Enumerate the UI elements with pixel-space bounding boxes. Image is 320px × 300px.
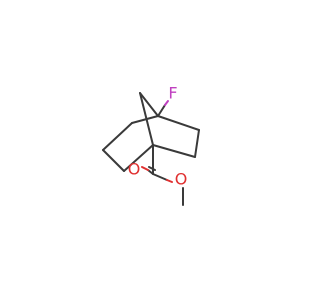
molecule-structure: F O O — [102, 84, 200, 206]
carbonyl-oxygen-atom-label: O — [128, 160, 141, 179]
bond-ring-right-vertical — [194, 129, 200, 158]
bond-carbonyl-oxygen-segment — [141, 166, 149, 171]
bond-fluorine — [164, 100, 169, 106]
bond-bridgehead1-to-ring-right — [157, 115, 200, 131]
bond-carbonyl-to-ester-oxygen — [152, 173, 168, 181]
bond-carbonyl-segment — [147, 169, 154, 175]
bond-bridgehead1-to-ring-left — [131, 115, 159, 124]
bond-bridge-top-to-bridgehead1 — [139, 92, 159, 117]
bond-carbonyl-double-segment — [148, 166, 156, 171]
fluorine-atom-label: F — [168, 84, 177, 103]
ester-oxygen-atom-label: O — [175, 170, 188, 189]
bond-fluorine-carbon — [157, 104, 166, 117]
bond-ring-left-to-bridgehead2 — [123, 144, 154, 172]
bond-ring-left-lower — [102, 149, 125, 172]
molecule-canvas: F O O — [102, 83, 200, 206]
bond-ester-oxygen-segment — [166, 179, 173, 183]
bond-ring-left-upper — [102, 122, 133, 151]
bond-ring-right-to-bridgehead2 — [152, 144, 196, 158]
